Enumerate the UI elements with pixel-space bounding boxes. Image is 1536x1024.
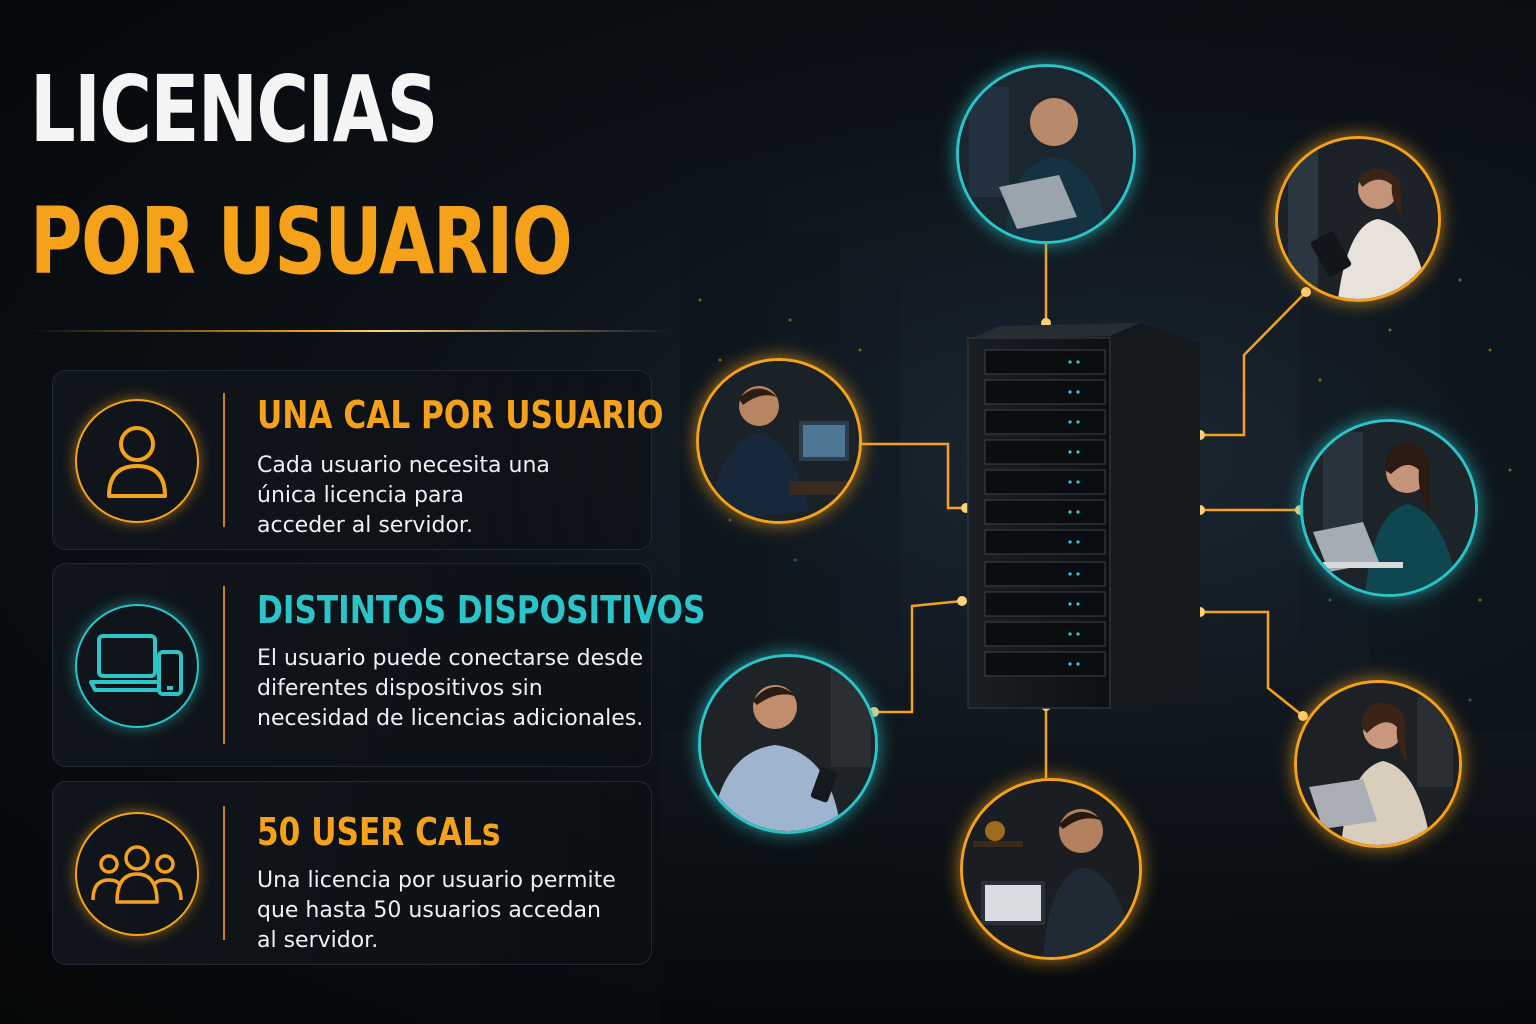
user-icon: [75, 399, 199, 523]
link-lower-right: [1200, 610, 1304, 717]
server-tower: [967, 323, 1200, 709]
user-photo-man-laptop-rear: [960, 778, 1142, 960]
card-separator: [223, 806, 225, 940]
user-photo-woman-laptop: [1300, 419, 1478, 597]
devices-icon: [75, 604, 199, 728]
link-lower-left: [874, 599, 963, 714]
card-separator: [223, 586, 225, 744]
card-heading: 50 USER CALs: [257, 810, 501, 854]
page-title-line-2: POR USUARIO: [30, 188, 573, 295]
user-photo-man-phone: [698, 654, 878, 834]
card-description: El usuario puede conectarse desde difere…: [257, 646, 644, 731]
server-leds: [1068, 360, 1080, 666]
card-heading: UNA CAL POR USUARIO: [257, 393, 664, 437]
card-description: Una licencia por usuario permite que has…: [257, 868, 616, 953]
user-photo-woman-laptop-office: [1294, 680, 1462, 848]
users-group-icon: [75, 812, 199, 936]
page-title-line-1: LICENCIAS: [30, 56, 438, 163]
user-photo-man-laptop: [956, 64, 1136, 244]
rack-lights-blue: [728, 518, 1472, 702]
feature-card-cal-per-user: UNA CAL POR USUARIO Cada usuario necesit…: [52, 370, 663, 550]
user-photo-man-desktop: [696, 358, 862, 524]
card-heading: DISTINTOS DISPOSITIVOS: [257, 588, 706, 632]
link-upper-right: [1200, 291, 1307, 437]
server-units: [984, 349, 1106, 677]
feature-card-devices: DISTINTOS DISPOSITIVOS El usuario puede …: [52, 563, 705, 767]
card-description: Cada usuario necesita una única licencia…: [257, 453, 550, 538]
link-upper-left: [856, 442, 966, 510]
connection-lines: [856, 235, 1307, 778]
user-photo-woman-tablet: [1275, 136, 1441, 302]
title-divider: [30, 330, 670, 332]
card-separator: [223, 393, 225, 527]
feature-card-50-user-cals: 50 USER CALs Una licencia por usuario pe…: [52, 781, 652, 965]
